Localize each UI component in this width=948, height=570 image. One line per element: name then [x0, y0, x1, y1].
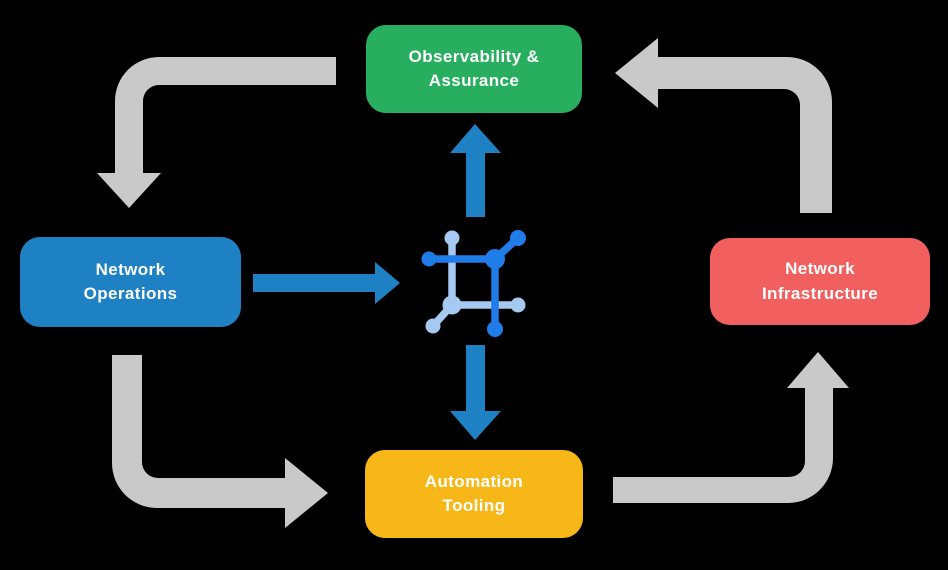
node-observability-assurance: Observability & Assurance — [366, 25, 582, 113]
node-network-infrastructure: Network Infrastructure — [710, 238, 930, 325]
node-network-operations-label: Network Operations — [83, 259, 178, 303]
node-observability-label: Observability & Assurance — [408, 46, 540, 90]
node-network-infrastructure-label: Network Infrastructure — [761, 259, 879, 303]
node-automation-tooling: Automation Tooling — [365, 450, 583, 538]
network-mesh-icon-light-strokes — [425, 230, 526, 334]
arrow-hub-to-observability — [450, 124, 501, 217]
arrow-operations-to-hub — [253, 262, 400, 304]
arrow-operations-to-automation — [112, 355, 328, 528]
arrow-automation-to-infrastructure — [613, 352, 849, 503]
arrow-hub-to-automation — [450, 345, 501, 440]
arrow-infrastructure-to-observability — [615, 38, 832, 213]
node-automation-tooling-label: Automation Tooling — [424, 471, 524, 515]
arrow-observability-to-operations — [97, 57, 336, 208]
node-network-operations: Network Operations — [20, 237, 241, 327]
network-mesh-icon-dark-strokes — [421, 230, 526, 337]
